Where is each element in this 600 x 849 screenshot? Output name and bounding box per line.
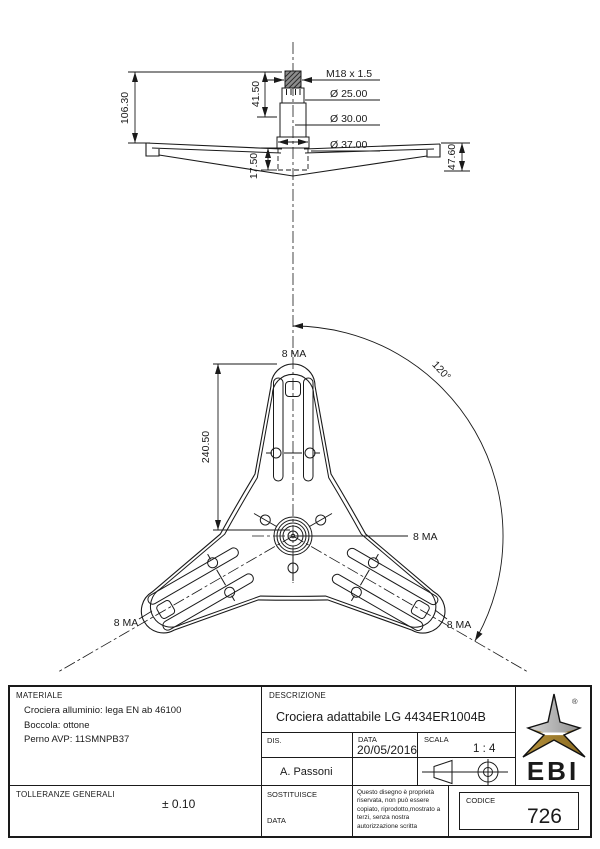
codice-value: 726 <box>526 805 562 828</box>
valley-rib <box>287 555 299 581</box>
tolleranze-value: ± 0.10 <box>162 797 196 811</box>
dim-label-240-50: 240.50 <box>200 431 212 463</box>
codice-label: CODICE <box>466 796 496 805</box>
data-value: 20/05/2016 <box>357 743 418 757</box>
projection-symbol-cell <box>418 758 516 786</box>
thread-section <box>284 70 302 89</box>
title-block: MATERIALE Crociera alluminio: lega EN ab… <box>8 685 592 838</box>
side-view-dimensions: M18 x 1.5 Ø 25.00 Ø 30.00 Ø 37.00 41.50 … <box>119 68 470 179</box>
side-view <box>145 70 441 177</box>
disegnatore-value: A. Passoni <box>280 766 333 778</box>
scala-cell: SCALA 1 : 4 <box>418 733 516 758</box>
dis-label: DIS. <box>267 736 282 745</box>
sostituisce-cell: SOSTITUISCE DATA <box>262 786 353 836</box>
disegnatore-cell: A. Passoni <box>262 758 353 786</box>
dim-label-41-50: 41.50 <box>250 81 262 107</box>
dim-label-dia25: Ø 25.00 <box>330 88 368 100</box>
descrizione-label: DESCRIZIONE <box>269 691 326 700</box>
tolleranze-cell: TOLLERANZE GENERALI ± 0.10 <box>10 786 262 836</box>
technical-drawing-canvas: M18 x 1.5 Ø 25.00 Ø 30.00 Ø 37.00 41.50 … <box>57 42 529 673</box>
dim-label-dia37: Ø 37.00 <box>330 139 368 151</box>
scala-value: 1 : 4 <box>473 743 496 755</box>
ebi-logo: EBI ® <box>522 693 586 786</box>
empty-cell <box>353 758 418 786</box>
bolt-label-left: 8 MA <box>114 617 139 629</box>
materiale-line-3: Perno AVP: 11SMNPB37 <box>24 734 130 745</box>
codice-area: CODICE 726 <box>449 786 590 836</box>
dis-cell: DIS. <box>262 733 353 758</box>
sostituisce-data-label: DATA <box>267 816 286 825</box>
scala-label: SCALA <box>424 735 449 744</box>
codice-box: CODICE 726 <box>459 792 579 830</box>
materiale-label: MATERIALE <box>16 691 63 700</box>
plan-view-dimensions: 240.50 120° 8 MA 8 MA 8 MA 8 MA <box>114 323 504 642</box>
registered-mark: ® <box>572 697 578 706</box>
descrizione-cell: DESCRIZIONE Crociera adattabile LG 4434E… <box>262 687 516 733</box>
dim-label-thread: M18 x 1.5 <box>326 68 372 80</box>
dim-label-17-50: 17.50 <box>248 153 260 179</box>
materiale-cell: MATERIALE Crociera alluminio: lega EN ab… <box>10 687 262 786</box>
dim-label-106-30: 106.30 <box>119 92 131 124</box>
bolt-label-top: 8 MA <box>282 348 307 360</box>
dim-label-dia30: Ø 30.00 <box>330 113 368 125</box>
first-angle-projection-icon <box>422 759 508 785</box>
logo-cell: EBI ® <box>516 687 590 786</box>
materiale-line-2: Boccola: ottone <box>24 719 90 731</box>
sostituisce-label: SOSTITUISCE <box>267 790 318 799</box>
data-cell: DATA 20/05/2016 <box>353 733 418 758</box>
bolt-label-right: 8 MA <box>447 619 472 631</box>
disclaimer-cell: Questo disegno è proprietà riservata, no… <box>353 786 449 836</box>
dim-label-47-60: 47.60 <box>446 144 458 170</box>
disclaimer-text: Questo disegno è proprietà riservata, no… <box>357 789 441 830</box>
data-label: DATA <box>358 735 377 744</box>
logo-text: EBI <box>527 756 579 786</box>
descrizione-value: Crociera adattabile LG 4434ER1004B <box>276 710 486 724</box>
bolt-label-center: 8 MA <box>413 531 438 543</box>
materiale-line-1: Crociera alluminio: lega EN ab 46100 <box>24 705 182 716</box>
tolleranze-label: TOLLERANZE GENERALI <box>16 790 115 799</box>
